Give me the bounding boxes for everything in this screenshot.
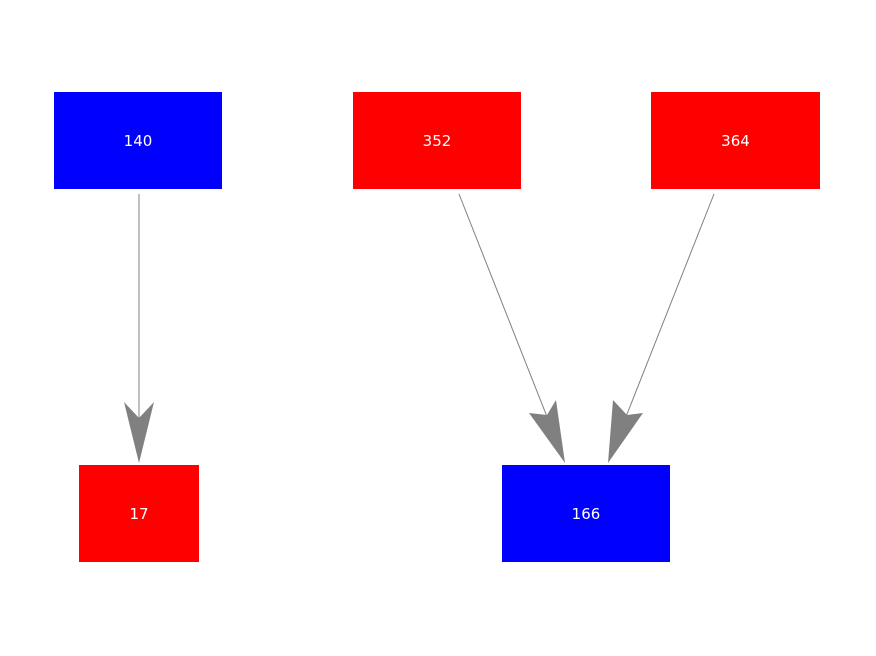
arrowhead-icon: [124, 402, 154, 463]
node-140[interactable]: 140: [54, 92, 222, 189]
arrowhead-icon: [608, 400, 643, 463]
node-label: 17: [129, 504, 149, 523]
edge-line: [458, 193, 558, 443]
node-364[interactable]: 364: [651, 92, 820, 189]
node-17[interactable]: 17: [79, 465, 199, 562]
node-label: 364: [721, 131, 750, 150]
node-166[interactable]: 166: [502, 465, 670, 562]
node-352[interactable]: 352: [353, 92, 521, 189]
edge-line: [615, 193, 715, 443]
edge-364-166: [608, 193, 715, 463]
node-label: 352: [422, 131, 452, 150]
node-label: 140: [123, 131, 153, 150]
edge-140-17: [124, 194, 154, 463]
edge-352-166: [458, 193, 565, 463]
arrowhead-icon: [529, 400, 565, 463]
node-label: 166: [571, 504, 601, 523]
